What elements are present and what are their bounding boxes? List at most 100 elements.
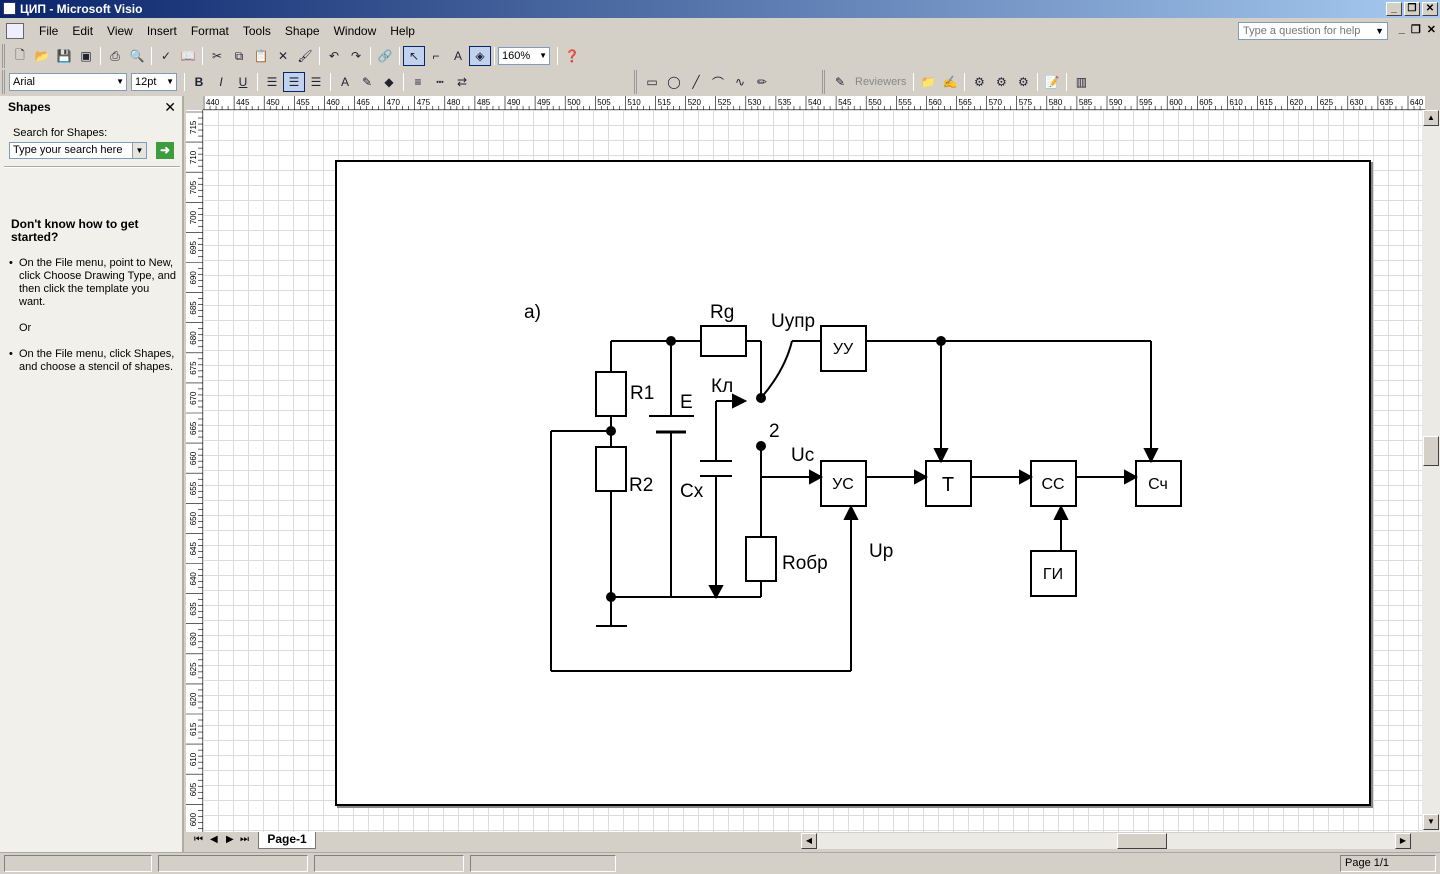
tab-page-1[interactable]: Page-1 (258, 832, 316, 849)
drawing-page[interactable] (335, 160, 1371, 806)
restore-button[interactable]: ❐ (1404, 2, 1420, 16)
comment-icon[interactable]: 📝 (1044, 75, 1060, 89)
doc-minimize-button[interactable]: _ (1398, 23, 1405, 35)
new-icon[interactable]: 🗋 (15, 47, 25, 62)
print-icon[interactable]: ⎙ (110, 48, 120, 63)
menu-format[interactable]: Format (190, 24, 229, 38)
hyperlink-icon[interactable]: 🔗 (377, 49, 393, 63)
resistor-r1[interactable] (595, 371, 627, 417)
line-tool-icon[interactable]: ╱ (692, 75, 700, 89)
previous-markup-icon[interactable]: ⚙ (973, 75, 985, 89)
block-uu[interactable] (820, 325, 867, 372)
italic-icon[interactable]: I (219, 75, 223, 89)
menu-insert[interactable]: Insert (146, 24, 177, 38)
align-left-icon[interactable]: ☰ (266, 75, 278, 89)
delete-icon[interactable]: ✕ (277, 49, 289, 63)
reviewers-dropdown[interactable]: Reviewers (855, 76, 907, 88)
minimize-button[interactable]: _ (1386, 2, 1402, 16)
close-icon[interactable]: ✕ (164, 99, 176, 115)
font-color-icon[interactable]: A (340, 75, 349, 89)
underline-icon[interactable]: U (238, 75, 248, 89)
drawing-canvas[interactable]: а) Rg Uупр R1 E Кл 2 R2 Cx Uc Up Rобр УУ… (203, 110, 1422, 832)
folder-icon[interactable]: 📁 (920, 75, 936, 89)
document-icon[interactable] (6, 23, 24, 39)
next-page-icon[interactable]: ▶ (226, 834, 234, 845)
pointer-tool-icon[interactable]: ↖ (403, 46, 425, 66)
last-page-icon[interactable]: ⏭ (240, 834, 249, 845)
doc-close-button[interactable]: ✕ (1426, 24, 1436, 36)
menu-shape[interactable]: Shape (284, 24, 320, 38)
chevron-down-icon[interactable]: ▼ (539, 51, 547, 60)
text-tool-icon[interactable]: A (453, 49, 462, 63)
copy-icon[interactable]: ⧉ (234, 48, 244, 63)
block-gi[interactable] (1030, 550, 1077, 597)
scroll-up-icon[interactable]: ▲ (1423, 110, 1439, 126)
redo-icon[interactable]: ↷ (350, 49, 362, 63)
pencil-tool-icon[interactable]: ✏ (756, 75, 768, 89)
menu-window[interactable]: Window (333, 24, 377, 38)
menu-help[interactable]: Help (390, 24, 415, 38)
resistor-robr[interactable] (745, 536, 777, 582)
open-icon[interactable]: 📂 (34, 49, 50, 63)
research-icon[interactable]: 📖 (180, 49, 196, 63)
align-right-icon[interactable]: ☰ (310, 75, 322, 89)
search-go-button[interactable]: ➜ (156, 142, 174, 159)
zoom-select[interactable]: 160%▼ (498, 47, 550, 65)
line-ends-icon[interactable]: ⇄ (456, 75, 468, 89)
shapes-window-icon[interactable]: ◈ (469, 46, 491, 66)
ruler-corner[interactable] (186, 96, 203, 110)
menu-tools[interactable]: Tools (242, 24, 271, 38)
connector-tool-icon[interactable]: ⌐ (432, 49, 440, 63)
bold-icon[interactable]: B (194, 75, 204, 89)
accept-markup-icon[interactable]: ⚙ (1017, 75, 1029, 89)
close-button[interactable]: ✕ (1422, 2, 1438, 16)
block-ss[interactable] (1030, 460, 1077, 507)
font-size-select[interactable]: 12pt▼ (131, 73, 177, 91)
scroll-right-icon[interactable]: ▶ (1395, 833, 1411, 849)
save-icon[interactable]: 💾 (56, 49, 72, 63)
menu-file[interactable]: File (39, 24, 59, 38)
markup-icon[interactable]: ✎ (834, 75, 846, 89)
help-icon[interactable]: ❓ (564, 49, 580, 63)
reviewing-pane-icon[interactable]: ▥ (1075, 75, 1088, 89)
horizontal-scroll-thumb[interactable] (1117, 833, 1167, 849)
block-t[interactable] (925, 460, 972, 507)
horizontal-scrollbar[interactable]: ◀ ▶ (801, 833, 1411, 849)
doc-restore-button[interactable]: ❐ (1410, 24, 1421, 36)
vertical-scrollbar[interactable]: ▲ ▼ (1422, 110, 1440, 832)
line-pattern-icon[interactable]: ┅ (436, 75, 444, 89)
cut-icon[interactable]: ✂ (211, 49, 223, 63)
resistor-rg[interactable] (700, 325, 747, 357)
chevron-down-icon[interactable]: ▼ (116, 77, 124, 86)
chevron-down-icon[interactable]: ▼ (132, 143, 146, 158)
previous-page-icon[interactable]: ◀ (210, 834, 218, 845)
font-select[interactable]: Arial▼ (9, 73, 127, 91)
resistor-r2[interactable] (595, 446, 627, 492)
menu-edit[interactable]: Edit (72, 24, 94, 38)
scroll-left-icon[interactable]: ◀ (801, 833, 817, 849)
print-preview-icon[interactable]: 🔍 (129, 49, 145, 63)
line-weight-icon[interactable]: ≡ (414, 75, 422, 89)
scroll-down-icon[interactable]: ▼ (1423, 814, 1439, 830)
menu-view[interactable]: View (107, 24, 133, 38)
undo-icon[interactable]: ↶ (328, 49, 340, 63)
line-color-icon[interactable]: ✎ (361, 75, 373, 89)
arc-tool-icon[interactable]: ⌒ (711, 75, 724, 90)
chevron-down-icon[interactable]: ▼ (166, 77, 174, 86)
permission-icon[interactable]: ▣ (80, 49, 92, 63)
rectangle-tool-icon[interactable]: ▭ (646, 75, 658, 89)
vertical-scroll-thumb[interactable] (1423, 436, 1439, 466)
format-painter-icon[interactable]: 🖌 (297, 49, 313, 63)
align-center-icon[interactable]: ☰ (283, 72, 305, 92)
spelling-icon[interactable]: ✓ (160, 49, 172, 63)
fill-color-icon[interactable]: ◆ (384, 75, 394, 89)
freeform-tool-icon[interactable]: ∿ (734, 75, 746, 89)
ink-icon[interactable]: ✍ (942, 75, 958, 89)
block-sch[interactable] (1135, 460, 1182, 507)
search-shapes-input[interactable]: Type your search here▼ (9, 142, 147, 159)
next-markup-icon[interactable]: ⚙ (995, 75, 1007, 89)
chevron-down-icon[interactable]: ▼ (1375, 26, 1384, 36)
block-us[interactable] (820, 460, 867, 507)
